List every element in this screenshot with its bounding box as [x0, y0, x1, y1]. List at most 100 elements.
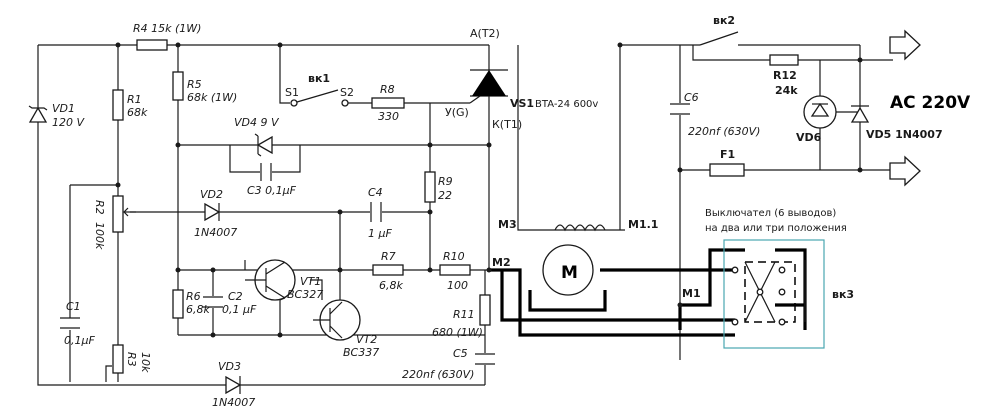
motor-wiring [489, 248, 807, 337]
label-r12-name: R12 [773, 69, 797, 82]
label-motor: M [561, 263, 578, 283]
labels: R4 15k (1W) R5 68k (1W) R1 68k VD1 120 V… [52, 14, 971, 409]
vk3-switch-box[interactable] [723, 239, 825, 349]
r2-potentiometer [112, 195, 124, 233]
label-c3: C3 0,1µF [247, 184, 297, 197]
label-vs1: VS1 [510, 97, 534, 110]
label-vd5: VD5 1N4007 [866, 128, 943, 141]
label-r9-val: 22 [438, 189, 452, 202]
motor-winding [554, 224, 606, 232]
c1-capacitor [60, 317, 80, 330]
label-vd3-val: 1N4007 [212, 396, 255, 409]
label-r6-val: 6,8k [186, 303, 210, 316]
label-m2: M2 [492, 256, 511, 269]
label-r6-name: R6 [186, 290, 201, 303]
c2-capacitor [203, 296, 223, 308]
junctions [115, 42, 863, 338]
label-s2: S2 [340, 86, 354, 99]
label-vk1: вк1 [308, 72, 330, 85]
label-c4-name: C4 [368, 186, 383, 199]
label-c4-val: 1 µF [368, 227, 392, 240]
label-r7-name: R7 [381, 250, 396, 263]
label-c5-val: 220nf (630V) [402, 368, 474, 381]
label-m3: M3 [498, 218, 517, 231]
label-vt2-type: BC337 [343, 346, 379, 359]
label-r5-val: 68k (1W) [187, 91, 237, 104]
vd4-zener [254, 133, 273, 157]
vd1-zener [28, 105, 48, 123]
label-c5-name: C5 [453, 347, 468, 360]
ac-terminal-arrows [889, 29, 921, 187]
c4-capacitor [370, 202, 382, 222]
label-r2-val: 100k [93, 222, 106, 250]
label-r8-val: 330 [378, 110, 399, 123]
label-k-t1: К(T1) [492, 118, 522, 131]
r10-resistor [439, 264, 471, 276]
f1-fuse [709, 163, 745, 177]
label-r3-name: R3 [125, 352, 138, 367]
label-vd2-val: 1N4007 [194, 226, 237, 239]
r4-resistor [136, 39, 168, 51]
label-vd6: VD6 [796, 131, 822, 144]
label-a-t2: A(T2) [470, 27, 500, 40]
label-switch-note-2: на два или три положения [705, 223, 847, 234]
vs1-triac [469, 69, 508, 104]
r12-resistor [769, 54, 799, 66]
label-r10-name: R10 [443, 250, 465, 263]
r7-resistor [372, 264, 404, 276]
label-vk2: вк2 [713, 14, 735, 27]
label-c2-name: C2 [228, 290, 243, 303]
label-r10-val: 100 [447, 279, 468, 292]
label-s1: S1 [285, 86, 299, 99]
label-vs1-type: BTA-24 600v [535, 99, 598, 110]
vt2-transistor [313, 299, 361, 341]
vt1-transistor [245, 259, 296, 301]
c3-capacitor [260, 163, 272, 181]
vk1-switch[interactable] [290, 89, 349, 107]
label-r11-val: 680 (1W) [432, 326, 483, 339]
label-m1: M1 [682, 287, 701, 300]
vd3-diode [225, 375, 242, 395]
label-vd3-name: VD3 [218, 360, 241, 373]
r8-resistor [371, 97, 405, 109]
r6-resistor [172, 289, 184, 319]
label-f1: F1 [720, 148, 735, 161]
label-vk3: вк3 [832, 288, 854, 301]
label-c6-val: 220nf (630V) [688, 125, 760, 138]
label-ac-220v: AC 220V [890, 93, 971, 113]
label-r9-name: R9 [438, 175, 453, 188]
label-r8-name: R8 [380, 83, 395, 96]
label-vd2-name: VD2 [200, 188, 223, 201]
vd5-diode [850, 105, 870, 123]
label-r5-name: R5 [187, 78, 202, 91]
label-r12-val: 24k [775, 84, 798, 97]
label-r1-val: 68k [127, 106, 148, 119]
label-r2-name: R2 [93, 200, 106, 215]
label-switch-note-1: Выключател (6 выводов) [705, 208, 836, 219]
label-c1-name: C1 [66, 300, 81, 313]
label-vd1-val: 120 V [52, 116, 85, 129]
label-r11-name: R11 [453, 308, 475, 321]
label-y-g: У(G) [445, 106, 469, 119]
r1-resistor [112, 89, 124, 121]
c5-capacitor [475, 353, 495, 365]
r9-resistor [424, 171, 436, 203]
label-c2-val: 0,1 µF [222, 303, 257, 316]
label-c1-val: 0,1µF [64, 334, 95, 347]
label-r1-name: R1 [127, 93, 142, 106]
label-vt1-type: BC327 [287, 288, 323, 301]
label-c6-name: C6 [684, 91, 699, 104]
vd6-indicator [803, 95, 837, 129]
label-vt2-name: VT2 [356, 333, 377, 346]
r3-potentiometer [112, 344, 124, 374]
vd2-diode [204, 202, 221, 222]
label-vt1-name: VT1 [300, 275, 321, 288]
r11-resistor [479, 294, 491, 326]
motor-symbol [542, 244, 594, 296]
label-r3-val: 10k [139, 352, 152, 373]
label-vd1-name: VD1 [52, 102, 75, 115]
label-r4: R4 15k (1W) [133, 22, 201, 35]
label-m1-1: M1.1 [628, 218, 658, 231]
label-vd4: VD4 9 V [234, 116, 280, 129]
